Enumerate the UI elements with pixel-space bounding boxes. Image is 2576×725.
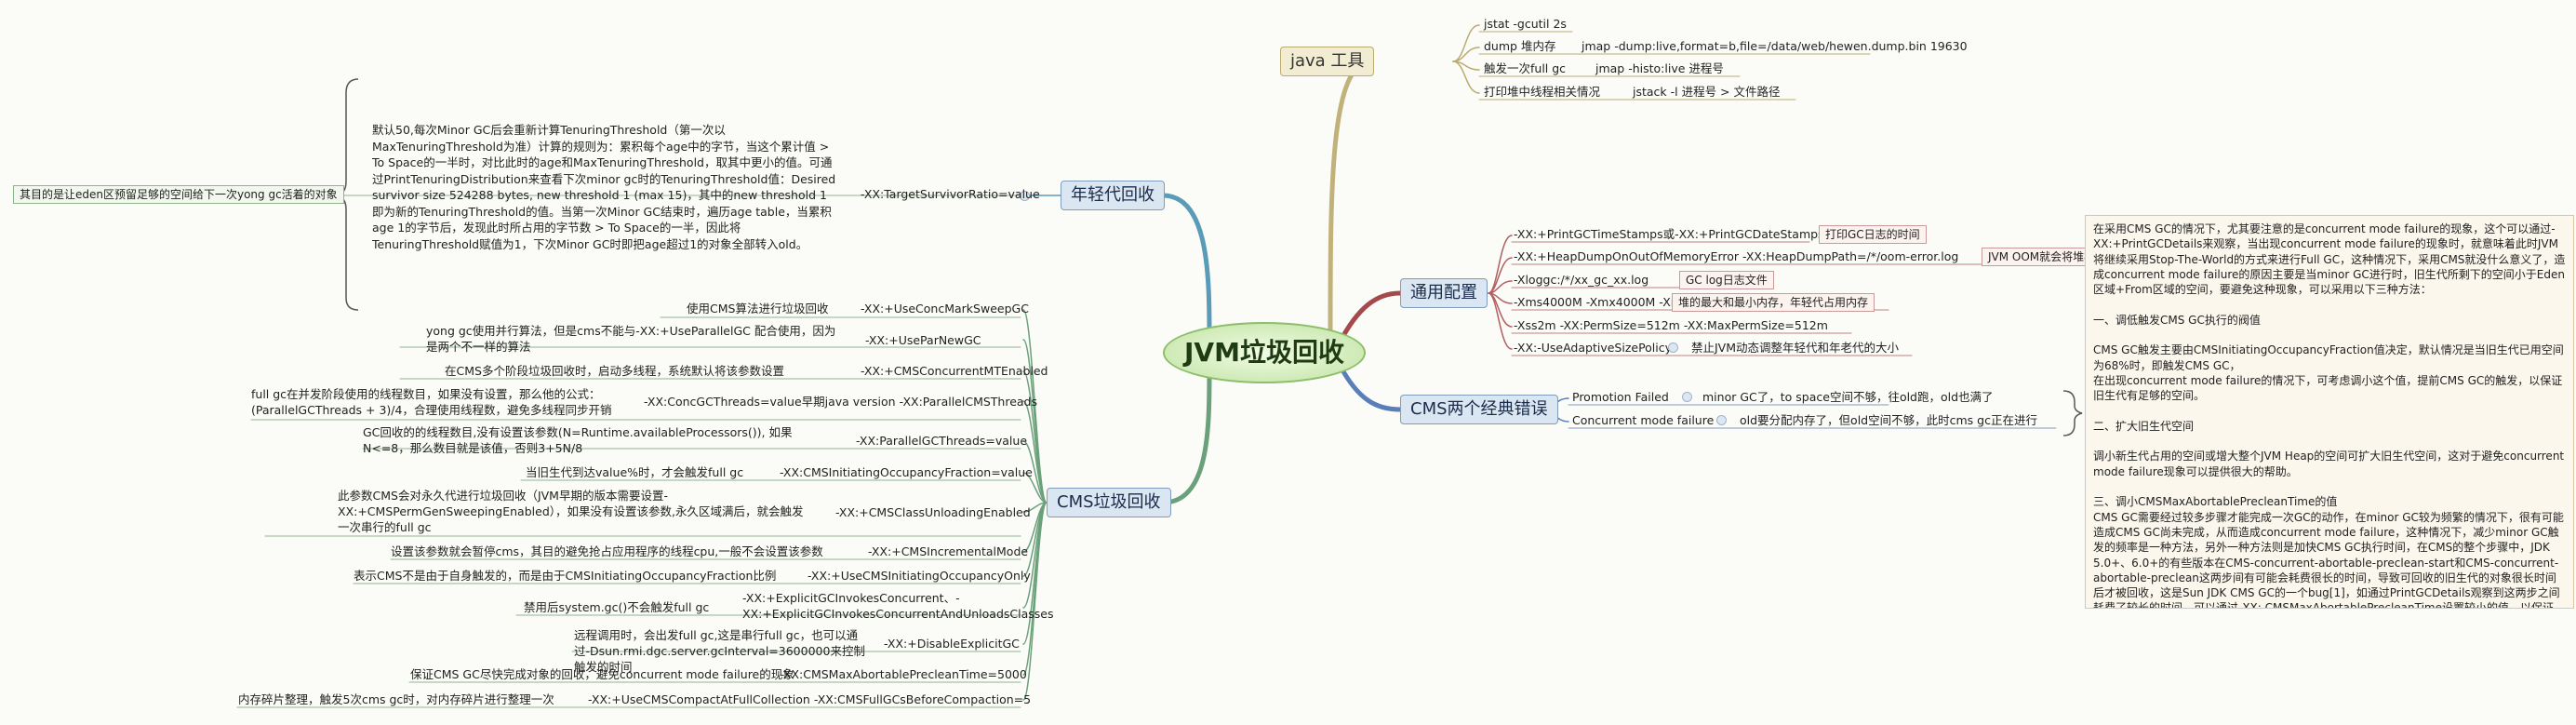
cms-desc: 使用CMS算法进行垃圾回收 xyxy=(687,302,829,316)
collapse-dot[interactable] xyxy=(1682,392,1692,402)
general-tag: 禁止JVM动态调整年轻代和年老代的大小 xyxy=(1691,341,1900,355)
cms-param: -XX:+ExplicitGCInvokesConcurrent、-XX:+Ex… xyxy=(742,591,1054,621)
cms-param: -XX:CMSInitiatingOccupancyFraction=value xyxy=(780,465,1033,479)
cms-param: -XX:ParallelGCThreads=value xyxy=(856,434,1028,448)
errors-note-brace xyxy=(2062,390,2083,436)
cms-param: -XX:ConcGCThreads=value早期java version -X… xyxy=(644,395,1038,409)
cms-desc: 保证CMS GC尽快完成对象的回收，避免concurrent mode fail… xyxy=(410,667,794,681)
branch-java-tools[interactable]: java 工具 xyxy=(1280,47,1375,76)
connector-young xyxy=(1160,193,1212,342)
general-param: -XX:-UseAdaptiveSizePolicy xyxy=(1514,341,1673,355)
general-param: -XX:+PrintGCTimeStamps或-XX:+PrintGCDateS… xyxy=(1514,227,1824,241)
collapse-dot[interactable] xyxy=(1020,191,1030,201)
cms-desc: 当旧生代到达value%时，才会触发full gc xyxy=(526,465,744,479)
general-tag: 打印GC日志的时间 xyxy=(1819,225,1927,244)
branch-young-gc[interactable]: 年轻代回收 xyxy=(1061,181,1165,210)
cms-param: -XX:+UseCMSCompactAtFullCollection -XX:C… xyxy=(588,692,1032,706)
cms-desc: yong gc使用并行算法，但是cms不能与-XX:+UseParallelGC… xyxy=(426,324,836,354)
cms-param: -XX:+UseParNewGC xyxy=(865,333,981,347)
cms-desc: 表示CMS不是由于自身触发的，而是由于CMSInitiatingOccupanc… xyxy=(354,569,777,583)
cms-error-desc: old要分配内存了，但old空间不够，此时cms gc正在进行 xyxy=(1740,413,2037,427)
cms-desc: 禁用后system.gc()不会触发full gc xyxy=(524,600,710,614)
collapse-dot[interactable] xyxy=(1668,342,1678,353)
root-node[interactable]: JVM垃圾回收 xyxy=(1163,322,1366,383)
java-tool-value: jmap -histo:live 进程号 xyxy=(1595,61,1724,75)
java-tool-item: 打印堆中线程相关情况 xyxy=(1484,85,1601,99)
java-tool-item: 触发一次full gc xyxy=(1484,61,1567,75)
cms-desc: full gc在并发阶段使用的线程数目，如果没有设置，那么他的公式：(Paral… xyxy=(251,387,612,417)
connector-cms xyxy=(1160,365,1212,505)
young-gc-note: 默认50,每次Minor GC后会重新计算TenuringThreshold（第… xyxy=(372,123,836,251)
cms-error-name: Promotion Failed xyxy=(1572,390,1669,404)
java-tool-item: jstat -gcutil 2s xyxy=(1484,17,1567,31)
cms-param: -XX:+UseConcMarkSweepGC xyxy=(861,302,1029,316)
cms-desc: 远程调用时，会出发full gc,这是串行full gc，也可以通过-Dsun.… xyxy=(574,628,865,674)
general-param: -Xss2m -XX:PermSize=512m -XX:MaxPermSize… xyxy=(1514,318,1828,332)
java-tool-item: dump 堆内存 xyxy=(1484,39,1556,53)
cms-param: -XX:+CMSConcurrentMTEnabled xyxy=(861,364,1048,378)
general-tag: JVM OOM就会将堆栈 xyxy=(1982,248,2102,266)
branch-general-config[interactable]: 通用配置 xyxy=(1400,278,1488,308)
general-param: -XX:+HeapDumpOnOutOfMemoryError -XX:Heap… xyxy=(1514,249,1959,263)
cms-desc: 此参数CMS会对永久代进行垃圾回收（JVM早期的版本需要设置-XX:+CMSPe… xyxy=(338,489,804,534)
cms-desc: GC回收的的线程数目,没有设置该参数(N=Runtime.availablePr… xyxy=(363,425,793,455)
java-tool-value: jstack -l 进程号 > 文件路径 xyxy=(1633,85,1781,99)
cms-param: -XX:+CMSClassUnloadingEnabled xyxy=(835,505,1031,519)
connector-general xyxy=(1337,290,1403,345)
young-gc-param: -XX:TargetSurvivorRatio=value xyxy=(861,187,1040,201)
connector-java xyxy=(1328,59,1374,338)
cms-errors-note: 在采用CMS GC的情况下，尤其要注意的是concurrent mode fai… xyxy=(2085,215,2574,609)
cms-desc: 在CMS多个阶段垃圾回收时，启动多线程，系统默认将该参数设置 xyxy=(445,364,784,378)
java-tool-value: jmap -dump:live,format=b,file=/data/web/… xyxy=(1582,39,1968,53)
cms-param: -XX:+DisableExplicitGC xyxy=(884,637,1020,651)
collapse-dot[interactable] xyxy=(1716,415,1727,425)
general-tag: GC log日志文件 xyxy=(1679,271,1774,289)
branch-cms-errors[interactable]: CMS两个经典错误 xyxy=(1400,395,1558,424)
connector-errors xyxy=(1337,362,1403,412)
general-tag: 堆的最大和最小内存，年轻代占用内存 xyxy=(1672,293,1875,312)
general-param: -Xloggc:/*/xx_gc_xx.log xyxy=(1514,273,1649,287)
cms-desc: 内存碎片整理，触发5次cms gc时，对内存碎片进行整理一次 xyxy=(238,692,554,706)
branch-cms-gc[interactable]: CMS垃圾回收 xyxy=(1047,488,1171,517)
cms-param: -XX:+CMSIncrementalMode xyxy=(868,544,1029,558)
cms-error-desc: minor GC了，to space空间不够，往old跑，old也满了 xyxy=(1702,390,1994,404)
young-gc-purpose: 其目的是让eden区预留足够的空间给下一次yong gc活着的对象 xyxy=(13,185,344,204)
cms-param: -XX:+UseCMSInitiatingOccupancyOnly xyxy=(808,569,1031,583)
cms-desc: 设置该参数就会暂停cms，其目的避免抢占应用程序的线程cpu,一般不会设置该参数 xyxy=(391,544,823,558)
cms-error-name: Concurrent mode failure xyxy=(1572,413,1715,427)
cms-param: -XX:CMSMaxAbortablePrecleanTime=5000 xyxy=(780,667,1027,681)
